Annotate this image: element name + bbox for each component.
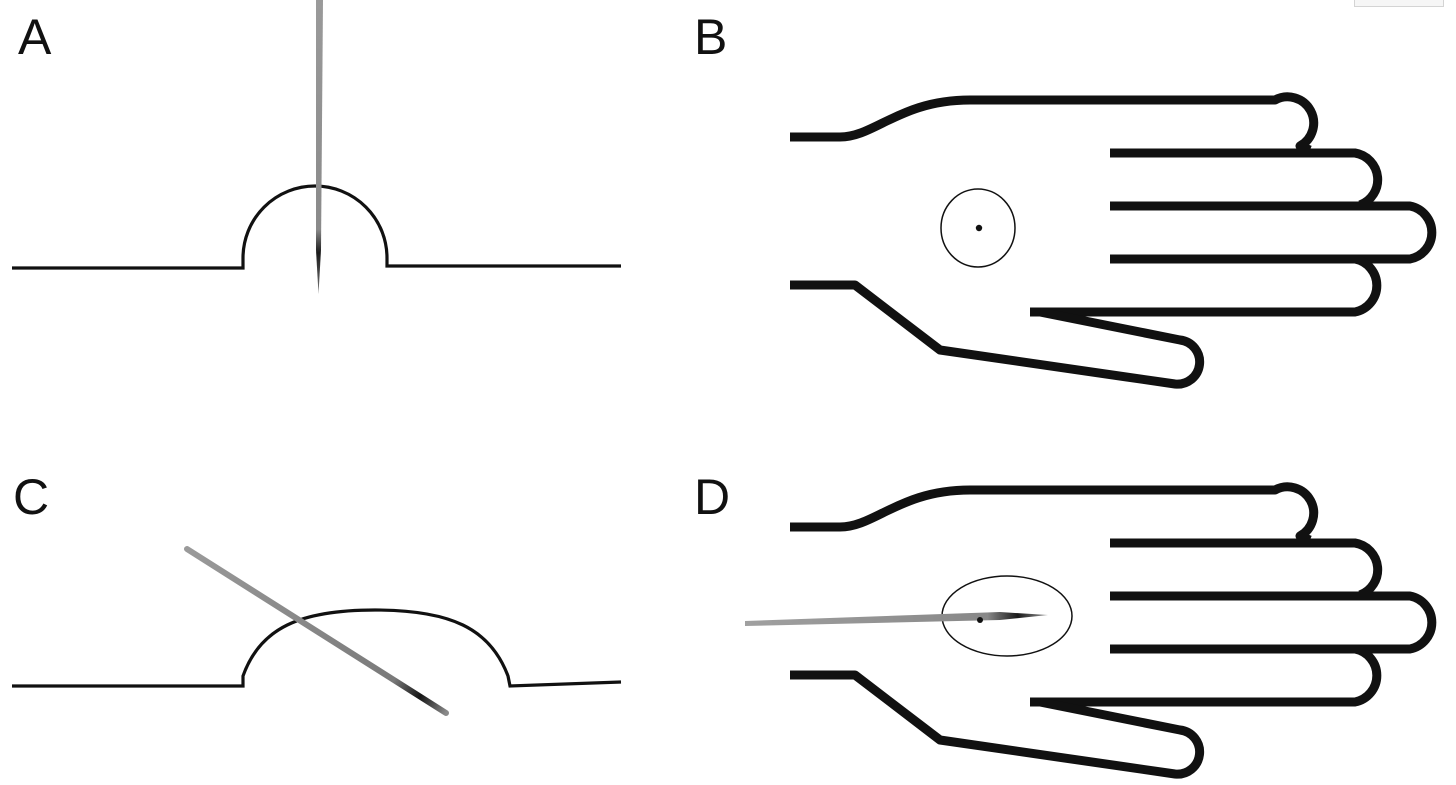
panel-label-b: B xyxy=(694,9,728,65)
corner-tab xyxy=(1354,0,1444,7)
panel-label-c: C xyxy=(13,469,50,525)
panel-b-hand xyxy=(790,92,1437,389)
panel-label-a: A xyxy=(18,9,52,65)
panel-d-hand xyxy=(790,482,1437,779)
panel-c-needle xyxy=(184,546,449,716)
panel-a-needle xyxy=(316,0,323,294)
panel-d-needle xyxy=(745,612,1048,626)
panel-a-skin-profile xyxy=(12,184,621,270)
panel-c-skin-profile xyxy=(12,608,622,688)
panel-label-d: D xyxy=(694,469,731,525)
panel-b-injection-site xyxy=(940,188,1016,268)
